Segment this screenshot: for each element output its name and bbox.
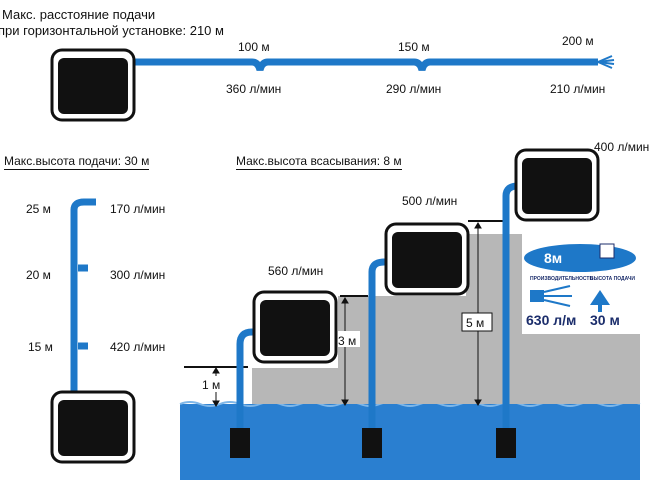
vertical-flow-300: 300 л/мин: [110, 268, 166, 282]
pump-icon: [50, 390, 136, 464]
suction-title: Макс.высота всасывания: 8 м: [236, 154, 402, 170]
horizontal-title-line1: Макс. расстояние подачи: [2, 7, 156, 22]
suction-flow-400: 400 л/мин: [594, 140, 649, 154]
badge-flow-value: 630 л/м: [526, 312, 577, 328]
vertical-title: Макс.высота подачи: 30 м: [4, 154, 150, 170]
vertical-height-20: 20 м: [26, 268, 51, 282]
suction-depth-5: 5 м: [466, 316, 485, 330]
pump-icon: [384, 222, 470, 296]
strainer: [496, 428, 516, 458]
horizontal-flow-290: 290 л/мин: [386, 82, 442, 96]
depth-label-box-3: [334, 331, 360, 347]
horizontal-flow-210: 210 л/мин: [550, 82, 606, 96]
strainer: [362, 428, 382, 458]
horizontal-distance-150: 150 м: [398, 40, 430, 54]
depth-label-box-1: [197, 376, 223, 392]
nozzle-icon: [597, 55, 615, 69]
vertical-flow-420: 420 л/мин: [110, 340, 166, 354]
badge-label-height: ВЫСОТА ПОДАЧИ: [590, 276, 635, 282]
pump-icon: [50, 48, 136, 122]
depth-label-box-5: [461, 312, 493, 332]
horizontal-title-line2: при горизонтальной установке: 210 м: [0, 23, 224, 38]
suction-flow-500: 500 л/мин: [402, 194, 458, 208]
badge-label-performance: ПРОИЗВОДИТЕЛЬНОСТЬ: [530, 276, 594, 282]
vertical-height-15: 15 м: [28, 340, 53, 354]
horizontal-distance-100: 100 м: [238, 40, 270, 54]
water-surface: [179, 401, 641, 407]
pump-icon: [514, 148, 600, 222]
badge-height-value: 30 м: [590, 312, 620, 328]
vertical-flow-170: 170 л/мин: [110, 202, 166, 216]
strainer: [230, 428, 250, 458]
suction-depth-1: 1 м: [202, 378, 221, 392]
suction-depth-3: 3 м: [338, 334, 357, 348]
horizontal-distance-200: 200 м: [562, 34, 594, 48]
vertical-height-25: 25 м: [26, 202, 51, 216]
horizontal-flow-360: 360 л/мин: [226, 82, 282, 96]
pump-icon: [252, 290, 338, 364]
spec-badge-graphic: [522, 224, 640, 334]
badge-suction-value: 8м: [544, 250, 563, 266]
suction-flow-560: 560 л/мин: [268, 264, 324, 278]
spec-badge: 8м ПРОИЗВОДИТЕЛЬНОСТЬ ВЫСОТА ПОДАЧИ 630 …: [522, 224, 640, 334]
water: [180, 404, 640, 480]
